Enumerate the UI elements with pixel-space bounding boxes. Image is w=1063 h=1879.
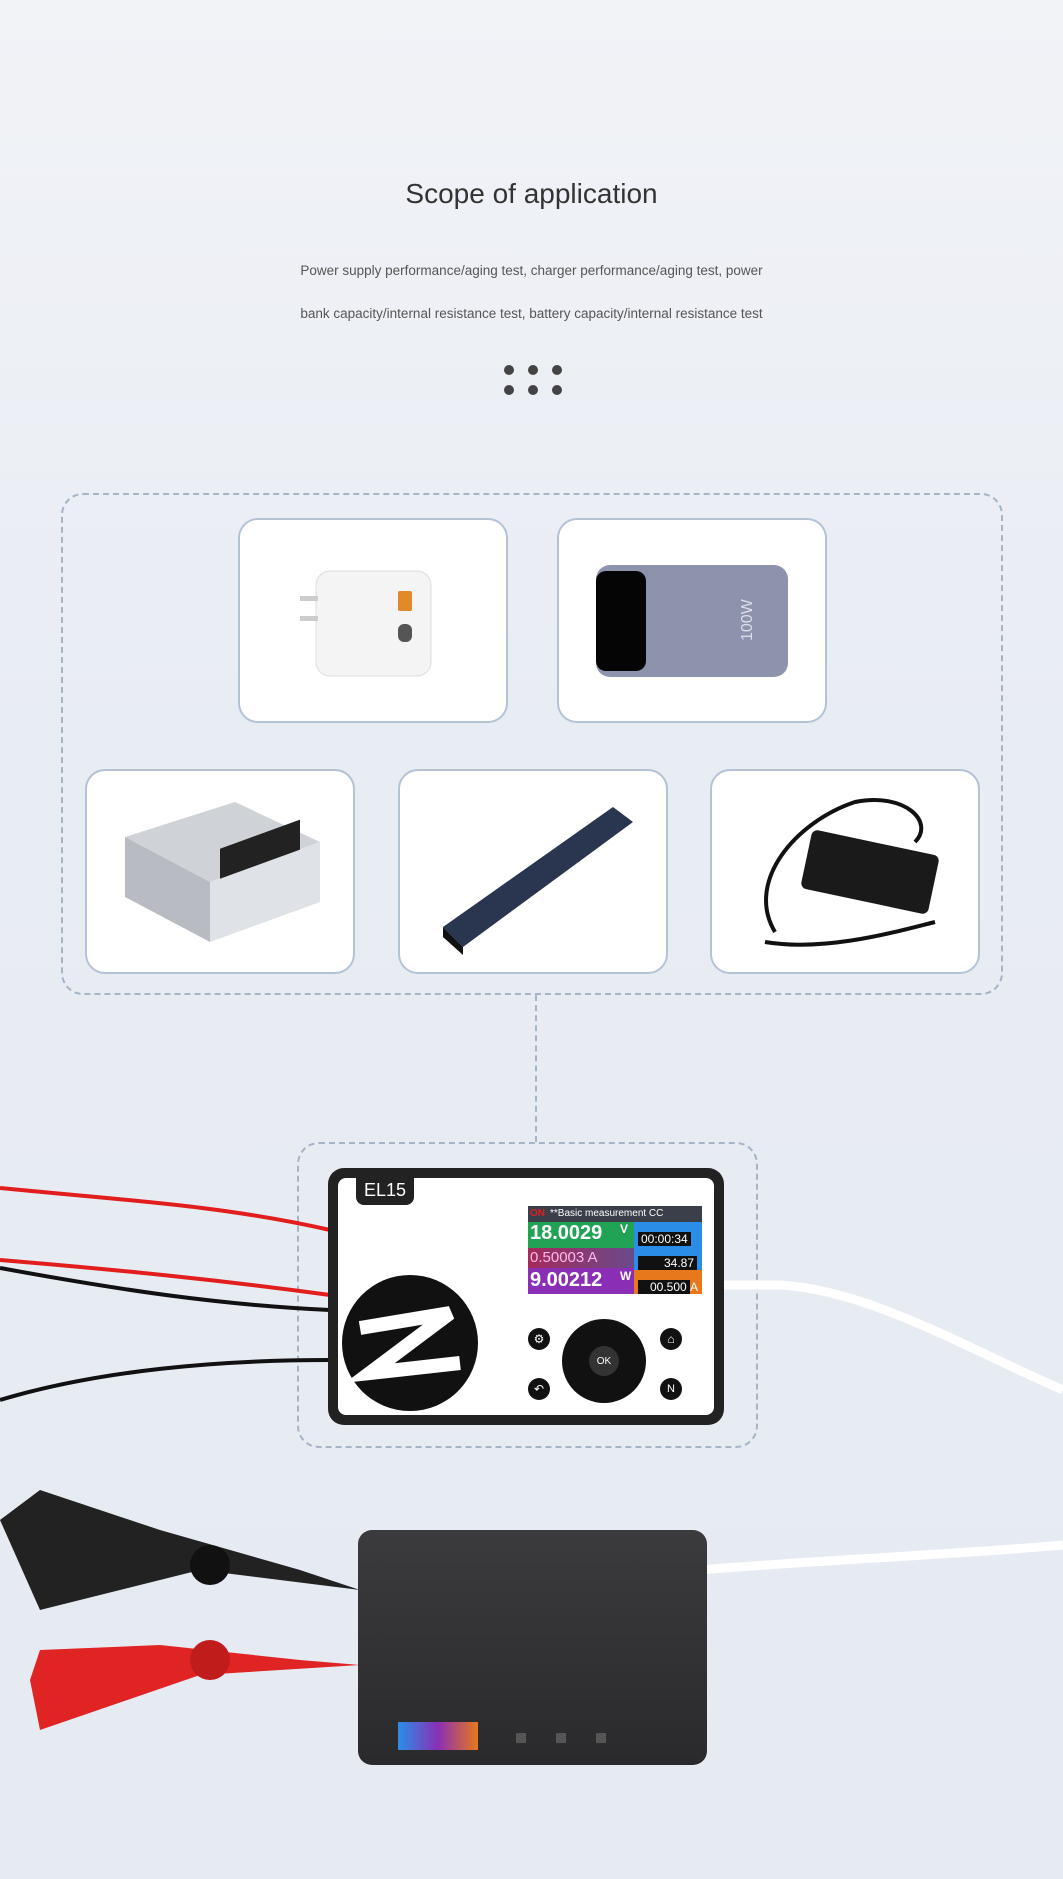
dots-decoration	[504, 365, 562, 395]
power-value: 9.00212	[530, 1269, 603, 1291]
power-bank-label: 100W	[739, 598, 756, 641]
description-line-2: bank capacity/internal resistance test, …	[300, 306, 763, 321]
products-frame	[61, 493, 1003, 995]
compact-device-screen	[398, 1722, 478, 1750]
compact-load-tester	[358, 1530, 707, 1765]
alligator-clips-icon	[0, 1490, 360, 1730]
device-frame	[297, 1142, 758, 1448]
set-current-unit: A	[690, 1280, 699, 1294]
product-card-switching-power-supply	[85, 769, 355, 974]
time-value: 00:00:34	[638, 1232, 691, 1246]
power-adapter-icon	[764, 797, 939, 947]
ok-button[interactable]: OK	[589, 1346, 619, 1376]
device-screen: EL15 ON **Basic measurement CC 18.0029 V…	[338, 1178, 714, 1415]
compact-button-middle[interactable]	[556, 1733, 566, 1743]
n-button[interactable]: N	[660, 1378, 682, 1400]
set-current-value: 00.500	[638, 1280, 690, 1294]
usb-cable-2-icon	[700, 1540, 1063, 1575]
status-text: ON	[530, 1208, 545, 1219]
led-power-supply-icon	[443, 806, 633, 955]
compact-button-left[interactable]	[516, 1733, 526, 1743]
power-bank-icon: 100W	[596, 564, 788, 677]
test-leads-icon	[0, 1186, 331, 1402]
model-label: EL15	[356, 1178, 415, 1205]
mode-text: **Basic measurement CC	[550, 1208, 664, 1219]
description-line-1: Power supply performance/aging test, cha…	[300, 263, 763, 278]
switching-power-supply-icon	[125, 801, 320, 942]
product-card-usb-charger	[238, 518, 508, 723]
usb-charger-icon	[300, 570, 432, 676]
product-card-power-bank: 100W	[557, 518, 827, 723]
voltage-value: 18.0029	[530, 1222, 603, 1244]
connector-line	[535, 995, 537, 1142]
el15-load-tester: EL15 ON **Basic measurement CC 18.0029 V…	[328, 1168, 724, 1425]
dpad[interactable]: OK	[562, 1319, 646, 1403]
capacity-value: 34.87	[638, 1256, 698, 1270]
page-title: Scope of application	[405, 178, 658, 209]
power-unit: W	[620, 1269, 632, 1283]
product-card-led-power-supply	[398, 769, 668, 974]
usb-cable-icon	[720, 1280, 1063, 1395]
settings-button[interactable]: ⚙	[528, 1328, 550, 1350]
lcd-display: ON **Basic measurement CC 18.0029 V 0.50…	[528, 1206, 702, 1300]
voltage-unit: V	[620, 1222, 629, 1236]
back-button[interactable]: ↶	[528, 1378, 550, 1400]
brand-logo-icon	[342, 1275, 478, 1411]
current-value: 0.50003 A	[530, 1249, 598, 1266]
home-button[interactable]: ⌂	[660, 1328, 682, 1350]
compact-button-right[interactable]	[596, 1733, 606, 1743]
product-card-power-adapter	[710, 769, 980, 974]
